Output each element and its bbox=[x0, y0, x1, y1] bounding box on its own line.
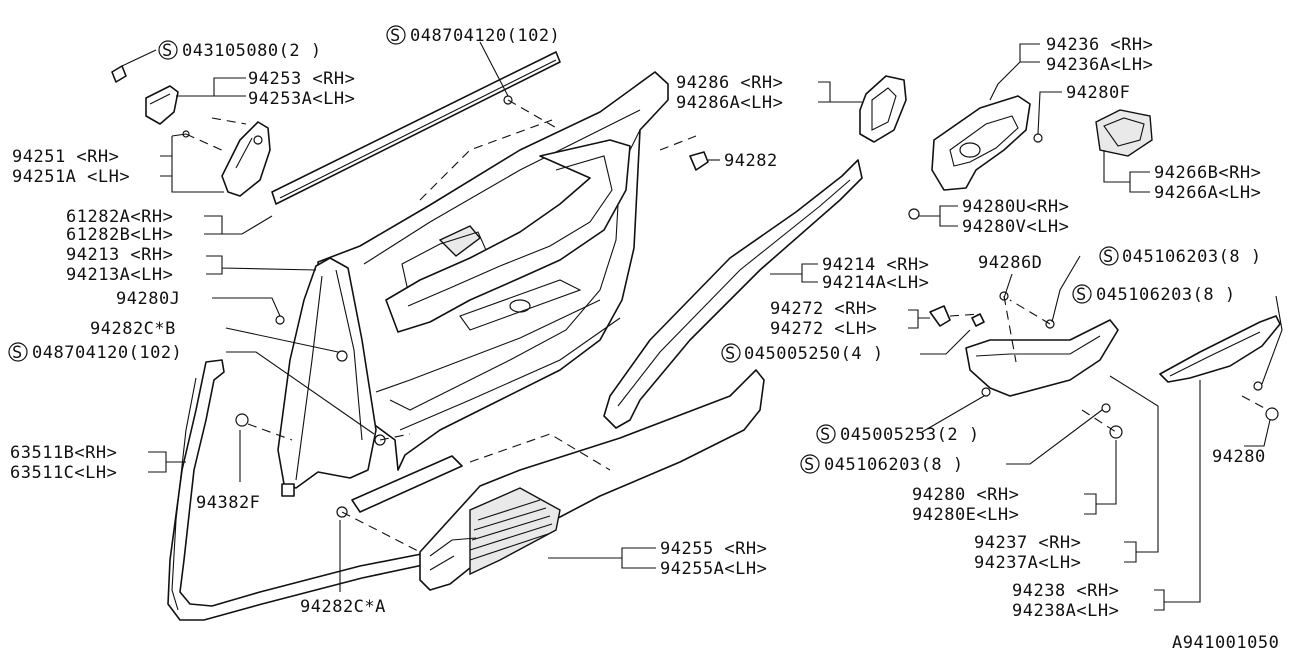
circled-s-icon: S bbox=[8, 342, 28, 363]
door-trim-panel bbox=[317, 71, 669, 471]
label-94280-rh: 94280 <RH> bbox=[912, 485, 1019, 505]
svg-text:S: S bbox=[804, 455, 815, 475]
label-94238a: 94238A<LH> bbox=[1012, 601, 1119, 621]
armrest-pad bbox=[965, 319, 1119, 397]
label-94286d: 94286D bbox=[978, 253, 1042, 273]
label-94282c-a: 94282C*A bbox=[300, 597, 386, 617]
label-94237: 94237 <RH> bbox=[974, 533, 1081, 553]
circled-s-icon: S bbox=[1099, 246, 1119, 267]
label-94238: 94238 <RH> bbox=[1012, 581, 1119, 601]
lower-sill-strip bbox=[351, 455, 463, 513]
svg-text:S: S bbox=[1076, 285, 1087, 305]
label-63511b: 63511B<RH> bbox=[10, 443, 117, 463]
label-94237a: 94237A<LH> bbox=[974, 553, 1081, 573]
door-map-pocket bbox=[419, 369, 765, 591]
label-94282c-b: 94282C*B bbox=[90, 319, 176, 339]
label-94255: 94255 <RH> bbox=[660, 539, 767, 559]
label-045106203-c: 045106203(8 ) bbox=[824, 455, 964, 475]
window-switch-bezel bbox=[859, 75, 907, 143]
svg-text:S: S bbox=[162, 41, 173, 61]
label-043105080: 043105080(2 ) bbox=[182, 41, 322, 61]
door-upper-weatherstrip-rail bbox=[271, 51, 561, 205]
label-94272-rh: 94272 <RH> bbox=[770, 299, 877, 319]
handle-bracket-94272 bbox=[929, 305, 985, 327]
svg-text:S: S bbox=[725, 344, 736, 364]
label-94282: 94282 bbox=[724, 151, 778, 171]
leader-lines bbox=[121, 41, 1283, 611]
label-94382f: 94382F bbox=[196, 493, 260, 513]
armrest-upper-trim bbox=[603, 159, 863, 429]
part-labels: 043105080(2 ) 048704120(102) 94253 <RH> … bbox=[10, 26, 1279, 653]
circled-s-icon: S bbox=[800, 454, 820, 475]
label-61282b: 61282B<LH> bbox=[66, 225, 173, 245]
label-94266a: 94266A<LH> bbox=[1154, 183, 1261, 203]
label-94213a: 94213A<LH> bbox=[66, 265, 173, 285]
circled-s-icon: S bbox=[386, 25, 406, 46]
circled-s-markers: S S S S S S S S bbox=[8, 25, 1119, 475]
label-94213: 94213 <RH> bbox=[66, 245, 173, 265]
armrest-switch-base bbox=[931, 95, 1031, 191]
svg-text:S: S bbox=[1103, 247, 1114, 267]
circled-s-icon: S bbox=[816, 424, 836, 445]
tweeter-cover bbox=[221, 121, 271, 197]
label-94266b: 94266B<RH> bbox=[1154, 163, 1261, 183]
mirror-bracket bbox=[111, 65, 179, 125]
armrest-cover bbox=[1159, 315, 1281, 383]
label-048704120-top: 048704120(102) bbox=[410, 26, 560, 46]
label-94280e: 94280E<LH> bbox=[912, 505, 1019, 525]
circled-s-icon: S bbox=[721, 343, 741, 364]
label-94286a: 94286A<LH> bbox=[676, 93, 783, 113]
label-045106203-a: 045106203(8 ) bbox=[1122, 247, 1262, 267]
svg-text:S: S bbox=[820, 425, 831, 445]
circled-s-icon: S bbox=[1072, 284, 1092, 305]
label-045106203-b: 045106203(8 ) bbox=[1096, 285, 1236, 305]
label-048704120-left: 048704120(102) bbox=[32, 343, 182, 363]
label-94280f: 94280F bbox=[1066, 83, 1130, 103]
label-045005250: 045005250(4 ) bbox=[744, 344, 884, 364]
label-94280-right: 94280 bbox=[1212, 447, 1266, 467]
circled-s-icon: S bbox=[158, 40, 178, 61]
svg-text:S: S bbox=[390, 26, 401, 46]
label-94251a: 94251A <LH> bbox=[12, 167, 130, 187]
label-94280j: 94280J bbox=[116, 289, 180, 309]
label-94236a: 94236A<LH> bbox=[1046, 55, 1153, 75]
label-94251: 94251 <RH> bbox=[12, 147, 119, 167]
power-window-switch-panel bbox=[1095, 109, 1153, 157]
retainer-clip-94282 bbox=[689, 151, 709, 171]
label-94214: 94214 <RH> bbox=[822, 255, 929, 275]
label-045005253: 045005253(2 ) bbox=[840, 425, 980, 445]
label-94280u: 94280U<RH> bbox=[962, 197, 1069, 217]
label-94236: 94236 <RH> bbox=[1046, 35, 1153, 55]
label-94214a: 94214A<LH> bbox=[822, 273, 929, 293]
door-pull-handle-upright bbox=[277, 257, 377, 497]
svg-text:S: S bbox=[12, 343, 23, 363]
label-94280v: 94280V<LH> bbox=[962, 217, 1069, 237]
label-63511c: 63511C<LH> bbox=[10, 463, 117, 483]
label-94255a: 94255A<LH> bbox=[660, 559, 767, 579]
label-61282a: 61282A<RH> bbox=[66, 207, 173, 227]
label-94253: 94253 <RH> bbox=[248, 69, 355, 89]
assembly-dashed-lines bbox=[185, 99, 1269, 553]
label-94253a: 94253A<LH> bbox=[248, 89, 355, 109]
label-94272-lh: 94272 <LH> bbox=[770, 319, 877, 339]
diagram-reference-code: A941001050 bbox=[1172, 633, 1279, 653]
label-94286: 94286 <RH> bbox=[676, 73, 783, 93]
